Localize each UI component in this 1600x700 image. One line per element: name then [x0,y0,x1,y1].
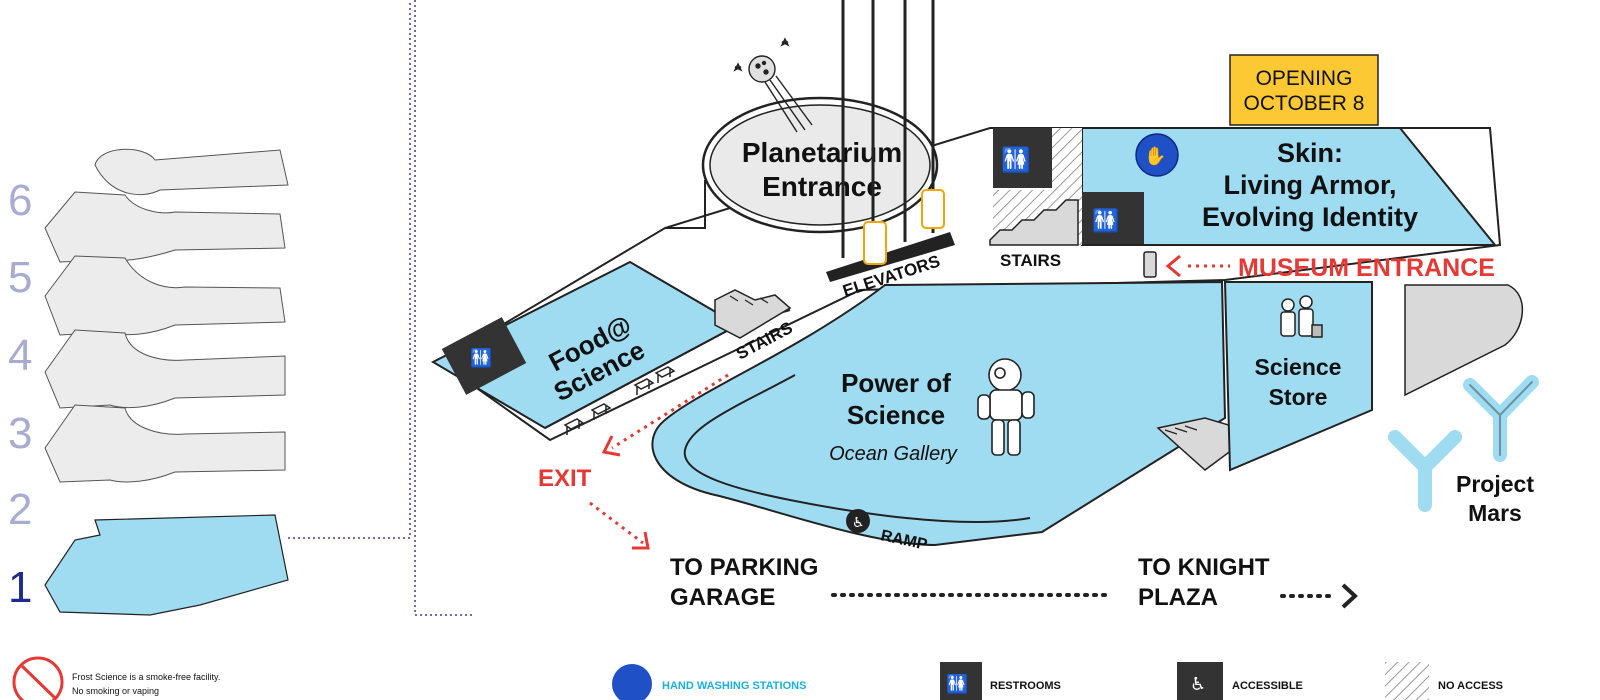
parking-label-line2: GARAGE [670,584,775,611]
floor-stack: 6 5 4 3 2 1 [8,0,475,616]
opening-badge: OPENING OCTOBER 8 [1229,54,1379,126]
power-of-science-area[interactable]: Power of Science Ocean Gallery [651,280,1227,547]
elevator-icon [863,221,887,265]
knight-label-line2: PLAZA [1138,584,1218,611]
legend-restrooms: 🚻 RESTROOMS [940,662,1061,700]
skin-exhibition-area[interactable]: ✋ Skin: Living Armor, Evolving Identity [1081,127,1498,246]
connector-line [288,0,411,539]
legend-accessible: ♿ ACCESSIBLE [1177,662,1303,700]
restroom-glyph-skin: 🚻 [1092,208,1119,233]
exit-label: EXIT [538,465,592,492]
science-store-area[interactable]: Science Store [1223,281,1373,472]
legend-no-access-label: NO ACCESS [1438,680,1503,692]
no-access-legend-icon [1385,662,1429,700]
floor-number-2[interactable]: 2 [8,485,32,534]
wheelchair-icon [846,509,870,533]
opening-line1: OPENING [1256,67,1353,90]
smoke-free-notice: Frost Science is a smoke-free facility. … [12,656,220,700]
knight-plaza-direction[interactable]: TO KNIGHT PLAZA [1138,554,1358,611]
elevator-icon-2 [921,189,945,229]
smoke-free-line1: Frost Science is a smoke-free facility. [72,672,220,682]
mars-label-line1: Project [1456,471,1534,497]
legend-hand-washing: HAND WASHING STATIONS [612,664,806,700]
chevron-right-icon [1341,583,1358,609]
legend-hand-washing-label: HAND WASHING STATIONS [662,680,806,692]
legend-restrooms-label: RESTROOMS [990,680,1061,692]
floor-number-1-current[interactable]: 1 [8,563,32,612]
planetarium-label-line2: Entrance [762,171,882,202]
legend-no-access: NO ACCESS [1385,662,1503,700]
hand-washing-icon [1135,133,1179,177]
level-6-shape [94,148,289,196]
power-label-line2: Science [847,400,945,430]
store-label-line1: Science [1255,354,1342,380]
power-subtitle: Ocean Gallery [829,443,958,465]
level-1-shape [44,514,289,616]
floor-number-5[interactable]: 5 [8,253,32,302]
restroom-icon [441,317,527,395]
frame-line [414,0,475,616]
comet-icon [733,37,813,133]
wheelchair-glyph: ♿ [852,514,865,530]
level-4-shape [44,255,286,336]
planetarium-area[interactable]: Planetarium Entrance [665,37,939,234]
restroom-glyph: 🚻 [470,347,492,368]
stairs-icon [989,199,1079,246]
floor-number-6[interactable]: 6 [8,176,32,225]
skin-label-line1: Skin: [1277,138,1343,168]
floor-number-4[interactable]: 4 [8,331,32,380]
level-5-shape [44,191,286,263]
project-mars-area[interactable]: Project Mars [1388,284,1539,526]
planetarium-label-line1: Planetarium [742,137,902,168]
parking-label-line1: TO PARKING [670,554,818,581]
stairs-restroom-block: 🚻 🚻 STAIRS [989,128,1144,270]
family-icon [1280,295,1323,338]
store-label-line2: Store [1269,384,1328,410]
legend-accessible-label: ACCESSIBLE [1232,680,1303,692]
restroom-legend-glyph: 🚻 [946,673,968,694]
restroom-glyph-top: 🚻 [1001,146,1031,174]
power-label-line1: Power of [841,368,951,398]
opening-line2: OCTOBER 8 [1244,92,1365,115]
astronaut-icon [977,358,1035,456]
knight-label-line1: TO KNIGHT [1138,554,1270,581]
no-smoking-icon [12,656,64,700]
accessible-legend-glyph: ♿ [1190,674,1206,694]
parking-direction[interactable]: TO PARKING GARAGE [670,554,818,611]
level-2-shape [44,404,286,483]
skin-label-line3: Evolving Identity [1202,202,1418,232]
stairs-top-label: STAIRS [1000,251,1061,270]
smoke-free-line2: No smoking or vaping [72,686,159,696]
table-icons [563,366,676,435]
restroom-icon-skin [1082,192,1144,244]
hand-washing-glyph: ✋ [1144,145,1166,166]
museum-entrance[interactable]: MUSEUM ENTRANCE [1143,251,1495,282]
floor-numbers: 6 5 4 3 2 1 [8,176,32,612]
restroom-icon-top [993,128,1052,188]
floor-number-3[interactable]: 3 [8,409,32,458]
skin-label-line2: Living Armor, [1223,170,1396,200]
restroom-legend-icon [940,662,982,700]
exit-path[interactable]: EXIT [538,373,729,550]
legend: Frost Science is a smoke-free facility. … [12,656,1503,700]
mars-label-line2: Mars [1468,500,1522,526]
food-stairs-icon [714,289,792,339]
accessible-legend-icon [1177,662,1223,700]
level-3-shape [44,329,286,409]
hand-washing-legend-icon [612,664,652,700]
entrance-door-icon [1143,251,1157,278]
museum-entrance-label: MUSEUM ENTRANCE [1238,254,1495,282]
